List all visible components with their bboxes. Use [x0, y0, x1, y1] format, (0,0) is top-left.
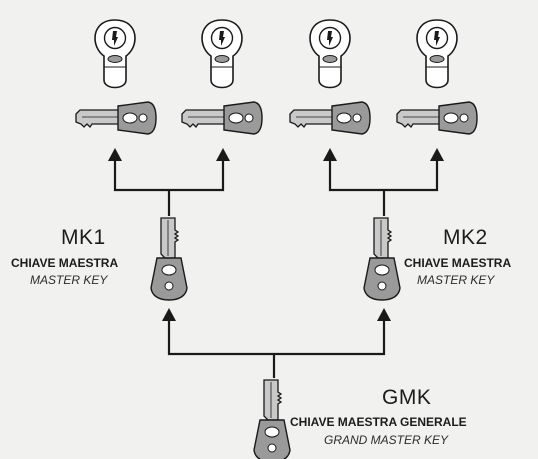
connector-mk2 [328, 158, 439, 216]
connector-gmk [167, 320, 386, 378]
mk2-code: MK2 [443, 226, 488, 249]
arrow-up-icon [216, 148, 230, 161]
master-key-2-icon [363, 217, 401, 301]
arrow-up-icon [430, 148, 444, 161]
cylinder-lock-icon [201, 19, 243, 89]
gmk-name-it: CHIAVE MAESTRA GENERALE [290, 415, 467, 429]
mk1-name-en: MASTER KEY [30, 273, 108, 287]
cylinder-lock-icon [94, 19, 136, 89]
cylinder-lock-icon [416, 19, 458, 89]
key-icon [75, 101, 157, 135]
arrow-up-icon [323, 148, 337, 161]
mk1-code: MK1 [61, 226, 106, 249]
mk2-name-en: MASTER KEY [417, 273, 495, 287]
key-icon [396, 101, 478, 135]
key-icon [181, 101, 263, 135]
arrow-up-icon [162, 308, 176, 321]
key-icon [289, 101, 371, 135]
arrow-up-icon [377, 308, 391, 321]
connector-mk1 [113, 158, 225, 216]
master-key-1-icon [150, 217, 188, 301]
arrow-up-icon [108, 148, 122, 161]
mk1-name-it: CHIAVE MAESTRA [11, 256, 119, 270]
mk2-name-it: CHIAVE MAESTRA [404, 256, 512, 270]
gmk-code: GMK [382, 386, 432, 409]
cylinder-lock-icon [309, 19, 351, 89]
gmk-name-en: GRAND MASTER KEY [324, 433, 449, 447]
grand-master-key-icon [253, 379, 291, 459]
